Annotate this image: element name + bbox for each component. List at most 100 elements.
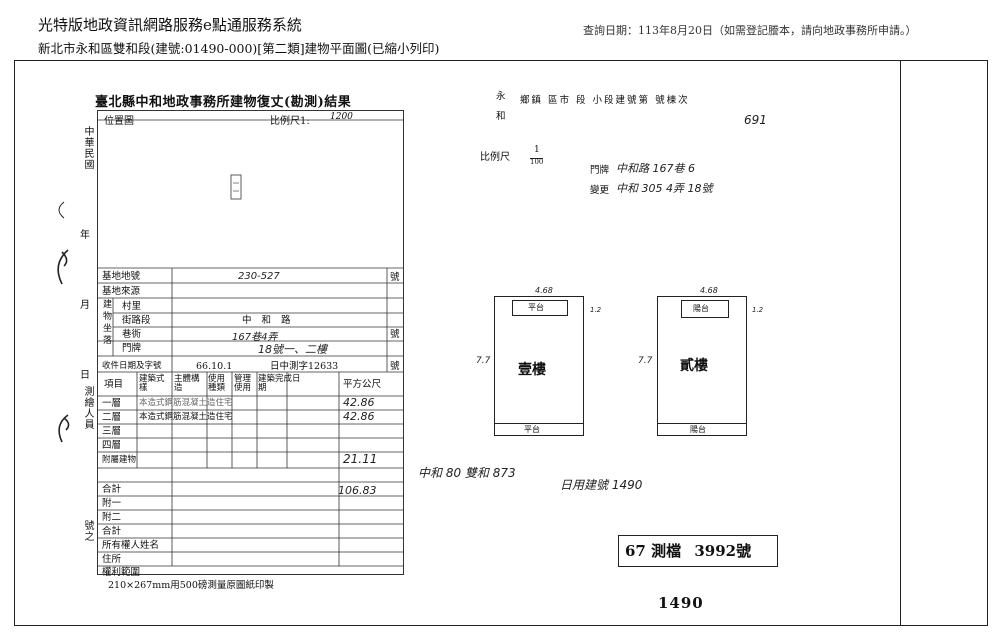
door-note-label: 門牌 <box>590 165 610 176</box>
col-building-style: 建築式樣 <box>139 374 165 394</box>
stamp-text: 測檔 <box>651 542 682 560</box>
form-grid <box>97 119 404 567</box>
row-floor4: 四層 <box>102 440 122 451</box>
form-scale-value: 1200 <box>330 112 353 122</box>
row-base-lot: 基地地號 <box>102 271 141 282</box>
col-manage-use: 管理使用 <box>234 374 252 394</box>
row-total: 合計 <box>102 484 122 495</box>
row-floor1: 一層 <box>102 398 122 409</box>
col-use-kind: 使用種類 <box>208 374 226 394</box>
attached-area: 21.11 <box>343 452 378 466</box>
floor2-area: 42.86 <box>343 410 375 423</box>
floor-plan-1-platform-top <box>512 300 568 316</box>
row-annex2: 附二 <box>102 512 122 523</box>
plan2-name: 貳樓 <box>680 358 708 374</box>
handwritten-brackets <box>57 201 70 443</box>
floor1-desc: 本造式鋼筋混凝土造住宅 <box>139 398 233 408</box>
survey-form <box>97 110 404 575</box>
floor1-area: 42.86 <box>343 396 375 409</box>
floor2-desc: 本造式鋼筋混凝土造住宅 <box>139 412 233 422</box>
row-street: 街路段 <box>122 315 151 326</box>
plan1-side-dim: 7.7 <box>476 356 491 366</box>
row-attached: 附屬建物 <box>102 455 137 465</box>
row-village: 村里 <box>122 301 142 312</box>
right-scale-den: 100 <box>530 158 544 166</box>
hao-label-1: 號 <box>390 272 400 283</box>
place-char-1: 永 <box>496 91 506 102</box>
col-item: 項目 <box>104 379 124 390</box>
hao-label-2: 號 <box>390 329 400 340</box>
form-title: 臺北縣中和地政事務所建物復丈(勘測)結果 <box>95 95 352 110</box>
row-floor3: 三層 <box>102 426 122 437</box>
building-number-hw: 691 <box>744 113 767 127</box>
col-completion-date: 建築完成日期 <box>258 374 301 394</box>
total-area: 106.83 <box>338 484 377 497</box>
row-building-location: 建物坐落 <box>101 299 111 347</box>
system-title: 光特版地政資訊網路服務e點通服務系統 <box>38 16 302 34</box>
col-area-unit: 平方公尺 <box>343 379 382 390</box>
plan1-name: 壹樓 <box>518 362 546 378</box>
stamp-prefix: 67 <box>625 542 646 560</box>
plan2-name-wrap: 貳樓 <box>680 359 708 373</box>
plan1-bottom-label: 平台 <box>524 425 540 434</box>
surveyor-label: 測繪人員 <box>82 386 93 430</box>
document-frame <box>14 60 988 626</box>
door-value: 18號一、二樓 <box>258 343 327 356</box>
document-subtitle: 新北市永和區雙和段(建號:01490-000)[第二類]建物平面圖(已縮小列印) <box>38 41 440 56</box>
plan1-bottom-line <box>494 423 584 424</box>
col-main-structure: 主體構造 <box>174 374 200 394</box>
floor-plan-2 <box>657 296 747 436</box>
survey-file-stamp: 67 測檔 3992號 <box>618 535 778 567</box>
door-note-hw: 中和路 167巷 6 <box>616 162 695 175</box>
plan1-corner-dim: 1.2 <box>590 306 602 314</box>
row-total2: 合計 <box>102 526 122 537</box>
place-char-2: 和 <box>496 111 506 122</box>
plan2-top-label: 陽台 <box>693 304 709 313</box>
plan2-top-dim: 4.68 <box>700 286 718 295</box>
year-label: 年 <box>80 230 90 241</box>
lot-number: 230-527 <box>238 271 280 282</box>
change-note-label: 變更 <box>590 185 610 196</box>
hao-label-3: 號 <box>390 361 400 372</box>
right-scale-label: 比例尺 <box>480 152 510 163</box>
row-received: 收件日期及字號 <box>102 361 162 371</box>
row-door-number: 門牌 <box>122 343 142 354</box>
form-scale-label: 比例尺1: <box>270 116 310 127</box>
form-footer-note: 210×267mm用500磅測量原圖紙印製 <box>108 580 274 591</box>
floor-plan-1 <box>494 296 584 436</box>
republic-label: 中華民國 <box>82 126 93 170</box>
plan2-bottom-label: 陽台 <box>690 425 706 434</box>
road-value: 中和路 <box>242 315 301 326</box>
plan1-top-dim: 4.68 <box>535 286 553 295</box>
stamp-number: 3992號 <box>694 542 752 560</box>
row-base-source: 基地來源 <box>102 286 141 297</box>
handwritten-note-2: 日用建號 1490 <box>560 478 643 492</box>
plan2-corner-dim: 1.2 <box>752 306 764 314</box>
floor-plan-2-balcony-top <box>681 300 729 318</box>
plan2-bottom-line <box>657 423 747 424</box>
lane-value: 167巷4弄 <box>232 332 278 343</box>
query-date: 查詢日期：113年8月20日（如需登記謄本，請向地政事務所申請。） <box>583 24 917 37</box>
row-annex1: 附一 <box>102 498 122 509</box>
row-owner: 所有權人姓名 <box>102 540 160 551</box>
received-date: 66.10.1 <box>196 361 233 372</box>
right-margin-line <box>900 60 901 626</box>
month-label: 月 <box>80 300 90 311</box>
row-address: 住所 <box>102 554 122 565</box>
location-marker <box>230 174 242 200</box>
plan1-name-wrap: 壹樓 <box>518 363 546 377</box>
row-floor2: 二層 <box>102 412 122 423</box>
right-header-fields: 鄉鎮 區市 段 小段建號第 號棟次 <box>520 95 690 106</box>
handwritten-note-1: 中和 80 雙和 873 <box>418 466 516 480</box>
row-lane: 巷衖 <box>122 329 142 340</box>
day-label: 日 <box>80 370 90 381</box>
plan1-top-label: 平台 <box>528 303 544 312</box>
row-rights: 權利範圍 <box>102 567 141 578</box>
location-map-label: 位置圖 <box>104 116 134 127</box>
plan2-side-dim: 7.7 <box>638 356 653 366</box>
number-label: 號之 <box>82 520 93 542</box>
change-note-hw: 中和 305 4弄 18號 <box>616 182 713 195</box>
page-number: 1490 <box>658 594 704 612</box>
right-scale-num: 1 <box>534 145 540 155</box>
case-number: 日中測字12633 <box>270 361 339 372</box>
